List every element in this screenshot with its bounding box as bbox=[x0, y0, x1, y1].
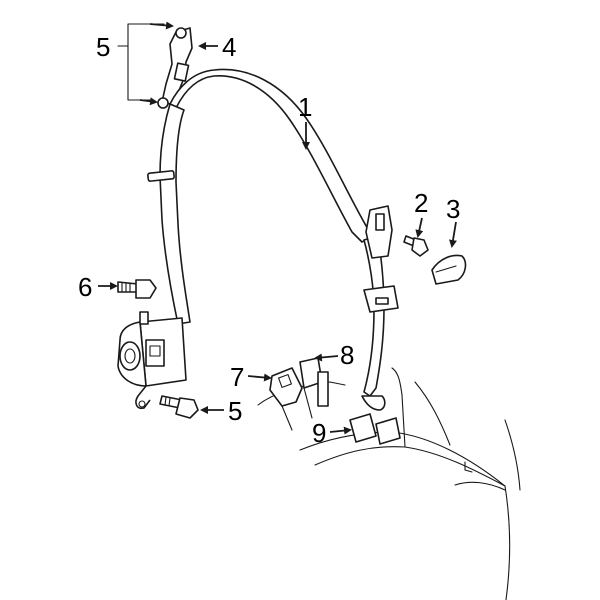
bolt-5-lower bbox=[159, 395, 199, 419]
upper-anchor-plate bbox=[157, 27, 193, 109]
buckle-8 bbox=[299, 357, 329, 419]
callout-1: 1 bbox=[298, 92, 312, 122]
callout-5-upper: 5 bbox=[96, 32, 110, 62]
seat-outline bbox=[257, 367, 521, 600]
callout-3: 3 bbox=[446, 194, 460, 224]
callout-2: 2 bbox=[414, 188, 428, 218]
belt-guide-bracket bbox=[365, 205, 393, 259]
tongue-plate bbox=[363, 285, 399, 313]
retractor-assembly bbox=[117, 311, 187, 410]
callout-6: 6 bbox=[78, 272, 92, 302]
callout-7: 7 bbox=[230, 362, 244, 392]
callout-4: 4 bbox=[222, 32, 236, 62]
callout-leaders bbox=[98, 21, 457, 435]
callout-8: 8 bbox=[340, 340, 354, 370]
callout-5-lower: 5 bbox=[228, 396, 242, 426]
shoulder-belt-webbing bbox=[147, 68, 385, 397]
callout-9: 9 bbox=[312, 418, 326, 448]
buckle-9 bbox=[349, 413, 401, 445]
buckle-7 bbox=[269, 367, 303, 431]
cover-3 bbox=[431, 254, 467, 285]
bolt-2 bbox=[403, 235, 429, 257]
lap-belt-end bbox=[361, 395, 386, 411]
bolt-6 bbox=[117, 279, 157, 299]
